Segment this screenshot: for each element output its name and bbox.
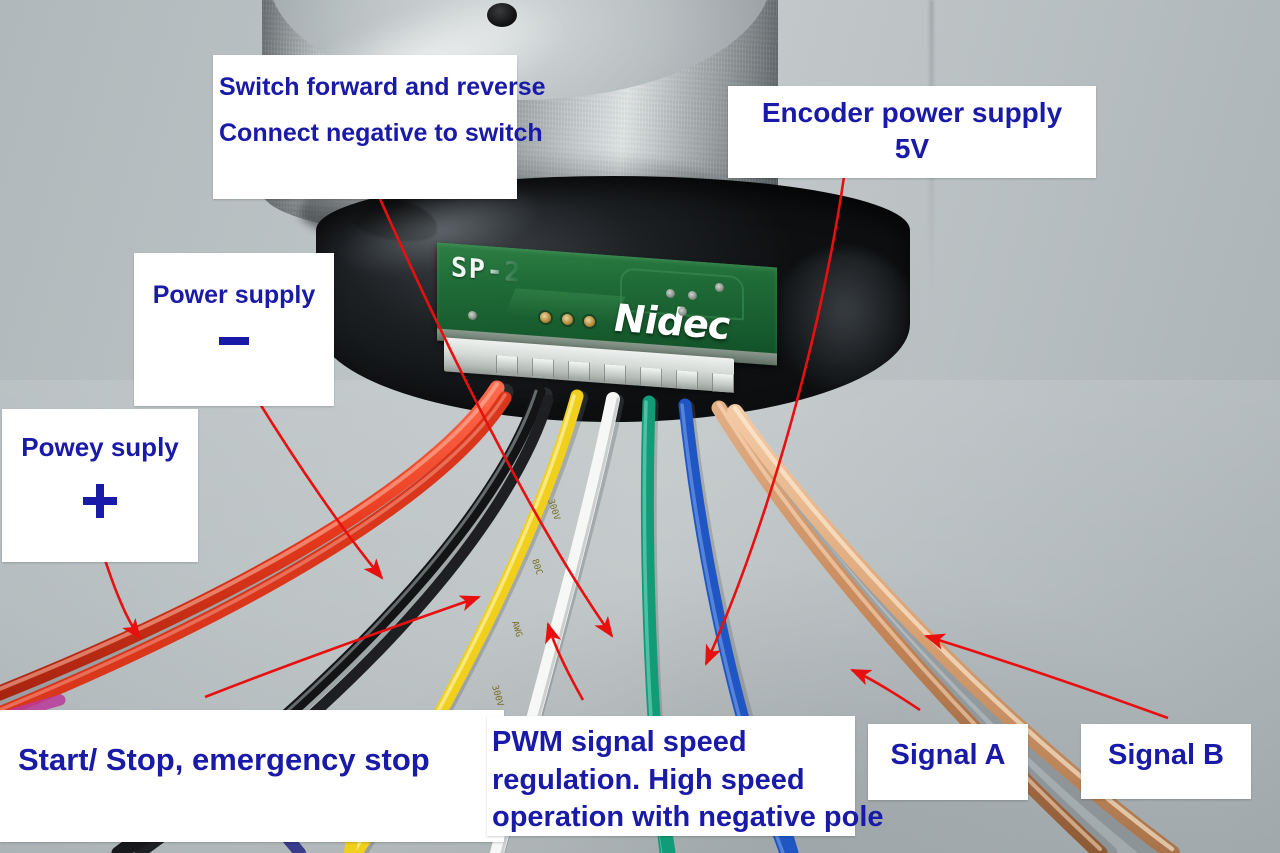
label-startstop-line1: Start/ Stop, emergency stop <box>18 742 430 777</box>
label-encoder-line1: Encoder power supply <box>761 97 1063 128</box>
label-pwm-line1: PWM signal speed <box>492 726 747 758</box>
label-encoder-line2: 5V <box>894 132 930 164</box>
label-switch-line1: Switch forward and reverse <box>219 73 546 101</box>
label-signal-b-line1: Signal B <box>1107 739 1224 771</box>
label-pwm-line3: operation with negative pole <box>492 801 884 834</box>
svg-text:300V: 300V <box>489 684 505 708</box>
label-psu-neg-line1: Power supply <box>152 281 316 309</box>
label-encoder-power-supply: Encoder power supply 5V <box>728 86 1096 178</box>
label-switch-line2: Connect negative to switch <box>219 119 543 147</box>
label-signal-a-line1: Signal A <box>890 739 1006 771</box>
label-signal-a: Signal A <box>868 724 1028 800</box>
label-power-supply-positive: Powey suply <box>2 409 198 562</box>
svg-text:AWG: AWG <box>509 620 523 638</box>
label-pwm-signal: PWM signal speed regulation. High speed … <box>487 716 884 836</box>
plus-sign-icon <box>83 484 117 519</box>
svg-text:80C: 80C <box>529 558 544 577</box>
label-start-stop: Start/ Stop, emergency stop <box>0 710 504 842</box>
motor-vent-hole <box>487 3 517 27</box>
label-pwm-line2: regulation. High speed <box>492 763 805 796</box>
label-switch-forward-reverse: Switch forward and reverse Connect negat… <box>213 55 546 199</box>
minus-sign-icon <box>219 337 249 345</box>
label-signal-b: Signal B <box>1081 724 1251 799</box>
label-power-supply-negative: Power supply <box>134 253 334 406</box>
label-psu-pos-line1: Powey suply <box>21 432 179 462</box>
